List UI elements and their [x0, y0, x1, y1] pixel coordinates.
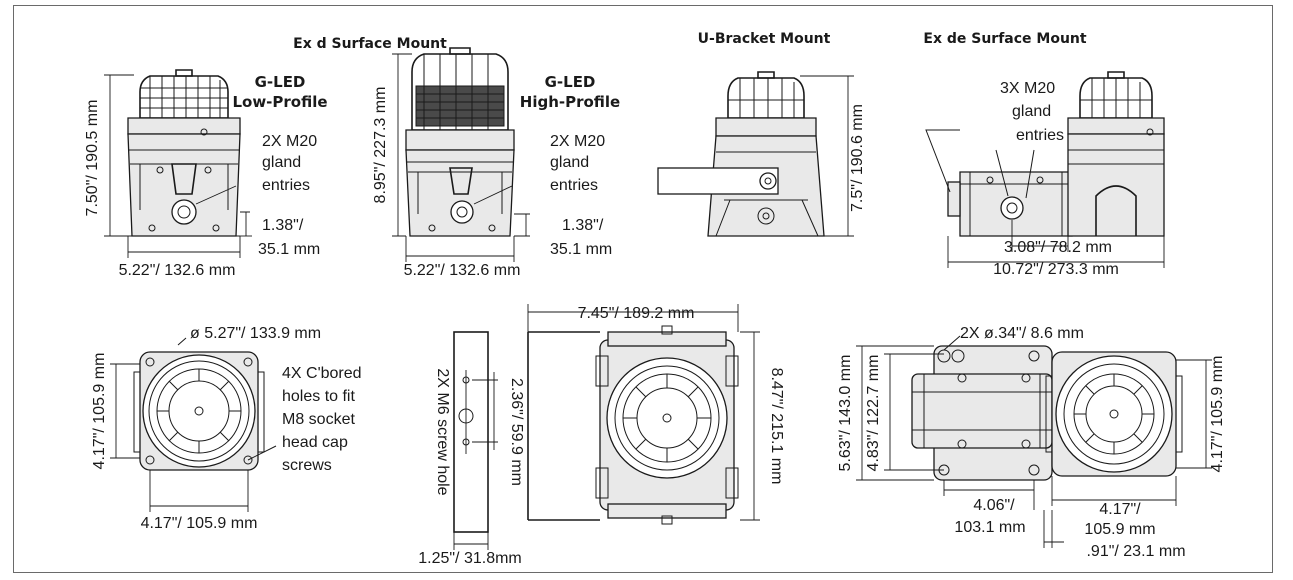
exde-top-height-outer-label: 5.63"/ 143.0 mm — [837, 355, 854, 472]
header-exd-surface-mount: Ex d Surface Mount — [293, 36, 447, 52]
exde-top-width-2: 105.9 mm — [1084, 521, 1155, 538]
bracket-screw-hole-label: 2X M6 screw hole — [434, 368, 451, 495]
low-profile-title-1: G-LED — [255, 73, 306, 91]
low-profile-dimensions — [104, 74, 252, 258]
ubracket-top-height-label: 8.47"/ 215.1 mm — [768, 368, 785, 485]
bracket-width-label: 1.25"/ 31.8mm — [418, 550, 522, 567]
top-view-dimensions — [110, 363, 249, 512]
exde-gland-3: entries — [1016, 127, 1064, 144]
exde-side-view — [925, 71, 1165, 237]
low-profile-offset-2: 35.1 mm — [258, 241, 320, 258]
exde-total-width-label: 10.72"/ 273.3 mm — [993, 261, 1119, 278]
low-profile-side-view — [127, 69, 241, 237]
top-view — [133, 337, 277, 471]
top-view-width-label: 4.17"/ 105.9 mm — [141, 515, 258, 532]
top-view-diameter-label: ø 5.27"/ 133.9 mm — [190, 325, 321, 342]
top-view-holes-3: M8 socket — [282, 411, 355, 428]
bracket-spacing-label: 2.36"/ 59.9 mm — [508, 378, 525, 486]
high-profile-gland-3: entries — [550, 177, 598, 194]
high-profile-gland-1: 2X M20 — [550, 133, 605, 150]
high-profile-title-1: G-LED — [545, 73, 596, 91]
bracket-plate — [453, 331, 498, 550]
high-profile-height-label: 8.95"/ 227.3 mm — [372, 87, 389, 204]
exde-offset-label: 3.08"/ 78.2 mm — [1004, 239, 1112, 256]
low-profile-offset-1: 1.38"/ — [262, 217, 304, 234]
low-profile-gland-1: 2X M20 — [262, 133, 317, 150]
ubracket-side-height-label: 7.5"/ 190.6 mm — [849, 104, 866, 212]
top-view-holes-4: head cap — [282, 434, 348, 451]
ubracket-side-view — [657, 71, 825, 237]
exde-top-spacing-2: 103.1 mm — [954, 519, 1025, 536]
top-view-holes-1: 4X C'bored — [282, 365, 362, 382]
drawing-frame — [13, 5, 1273, 573]
exde-top-dimensions — [856, 335, 1212, 548]
ubracket-top-dimensions — [527, 304, 760, 521]
ubracket-top-width-label: 7.45"/ 189.2 mm — [578, 305, 695, 322]
ubracket-side-dimensions — [800, 75, 854, 237]
low-profile-gland-2: gland — [262, 154, 301, 171]
high-profile-offset-2: 35.1 mm — [550, 241, 612, 258]
exde-top-holes-label: 2X ø.34"/ 8.6 mm — [960, 325, 1084, 342]
high-profile-offset-1: 1.38"/ — [562, 217, 604, 234]
ubracket-top-view — [527, 325, 739, 525]
top-view-holes-5: screws — [282, 457, 332, 474]
high-profile-dimensions — [392, 53, 530, 262]
high-profile-width-label: 5.22"/ 132.6 mm — [404, 262, 521, 279]
top-view-holes-2: holes to fit — [282, 388, 355, 405]
exde-gland-2: gland — [1012, 103, 1051, 120]
top-view-height-label: 4.17"/ 105.9 mm — [91, 353, 108, 470]
header-ubracket-mount: U-Bracket Mount — [698, 31, 831, 47]
exde-gland-1: 3X M20 — [1000, 80, 1055, 97]
exde-top-height-right-label: 4.17"/ 105.9 mm — [1209, 356, 1226, 473]
exde-top-height-inner-label: 4.83"/ 122.7 mm — [865, 355, 882, 472]
exde-top-spacing-1: 4.06"/ — [973, 497, 1015, 514]
exde-top-offset-label: .91"/ 23.1 mm — [1086, 543, 1185, 560]
exde-side-dimensions — [947, 220, 1165, 268]
low-profile-height-label: 7.50"/ 190.5 mm — [84, 100, 101, 217]
low-profile-title-2: Low-Profile — [232, 93, 327, 111]
low-profile-width-label: 5.22"/ 132.6 mm — [119, 262, 236, 279]
header-exde-surface-mount: Ex de Surface Mount — [923, 31, 1087, 47]
high-profile-side-view — [405, 47, 515, 237]
high-profile-gland-2: gland — [550, 154, 589, 171]
exde-top-view — [911, 345, 1183, 481]
low-profile-gland-3: entries — [262, 177, 310, 194]
exde-top-width-1: 4.17"/ — [1099, 501, 1141, 518]
high-profile-title-2: High-Profile — [520, 93, 620, 111]
